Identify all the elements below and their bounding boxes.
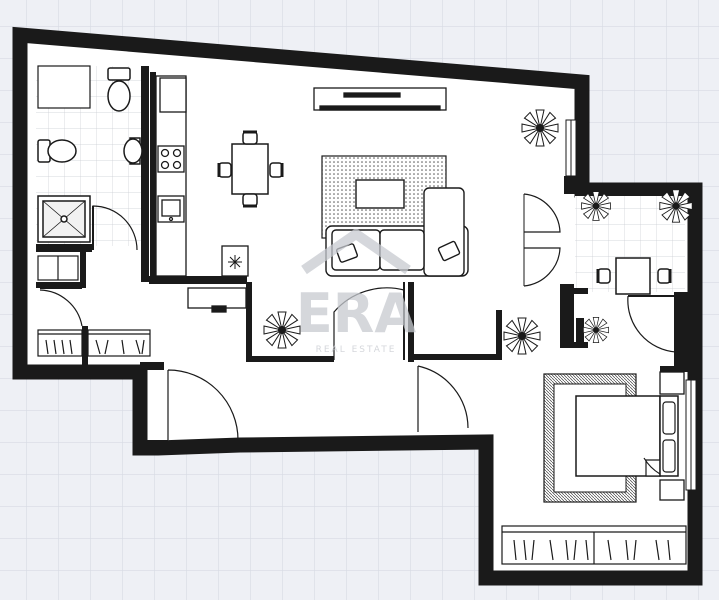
dining-table-icon bbox=[217, 130, 284, 208]
watermark-brand: ERA bbox=[296, 282, 416, 345]
plant-icon bbox=[659, 189, 693, 223]
nightstand-icon bbox=[659, 371, 685, 501]
plant-icon bbox=[521, 109, 559, 147]
house-roof-icon bbox=[301, 229, 411, 275]
desk-icon bbox=[187, 287, 247, 313]
outer-wall bbox=[12, 26, 703, 586]
windows bbox=[565, 119, 697, 491]
wardrobe-icon bbox=[501, 525, 687, 565]
fridge-icon bbox=[221, 245, 249, 277]
rug-icon bbox=[321, 155, 447, 239]
watermark-tagline: REAL ESTATE bbox=[316, 345, 397, 355]
bed-icon bbox=[543, 373, 679, 503]
kitchen-counter bbox=[155, 75, 187, 277]
era-watermark: ERA REAL ESTATE bbox=[296, 229, 416, 355]
toilet-icon bbox=[107, 67, 131, 112]
plant-icon bbox=[581, 191, 611, 221]
wardrobe-icon bbox=[37, 255, 151, 357]
bathroom-counter bbox=[37, 65, 91, 109]
balcony-table-icon bbox=[596, 257, 672, 295]
stove-icon bbox=[157, 145, 185, 173]
plant-icon bbox=[503, 317, 541, 355]
door-swing-icon bbox=[39, 193, 677, 441]
tv-unit-icon bbox=[313, 87, 447, 111]
plant-icon bbox=[263, 311, 301, 349]
shower-icon bbox=[37, 195, 91, 243]
bidet-icon bbox=[37, 139, 77, 163]
sink-icon bbox=[123, 137, 143, 165]
kitchen-sink-icon bbox=[157, 195, 185, 223]
plant-icon bbox=[583, 317, 609, 343]
interior-walls bbox=[36, 66, 688, 450]
